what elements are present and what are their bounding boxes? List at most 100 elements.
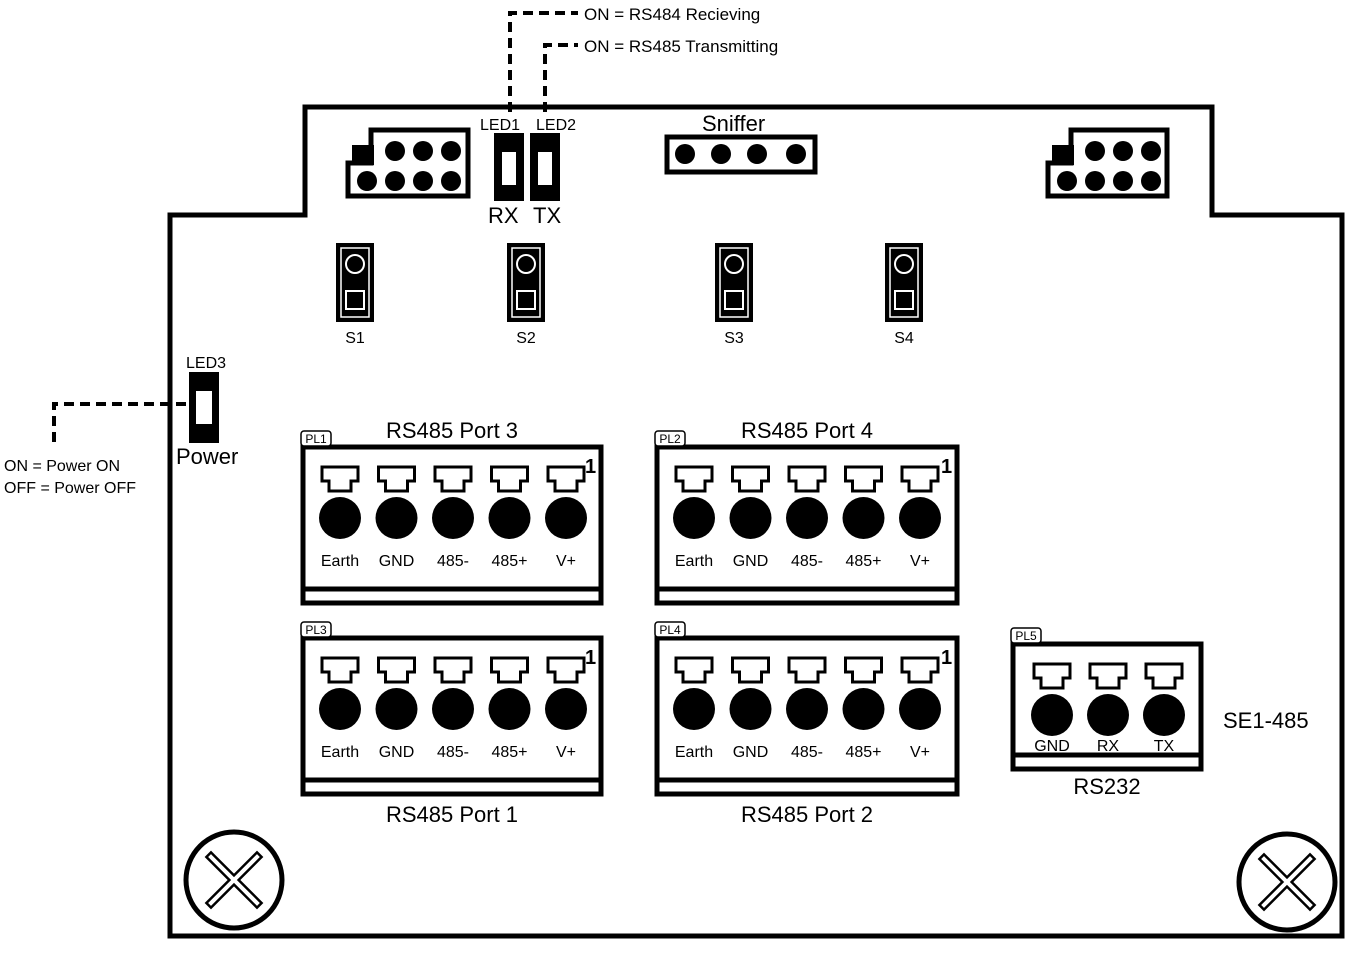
terminal-screw-icon — [673, 497, 715, 539]
terminal-screw-icon — [786, 688, 828, 730]
terminal-clamp-icon — [731, 656, 770, 684]
connector-ref: PL4 — [659, 623, 681, 637]
switch-label: S3 — [724, 330, 744, 347]
terminal-pin: 485+ — [842, 656, 885, 761]
connector-ref-tag — [1010, 627, 1042, 644]
terminal-clamp-icon — [490, 465, 529, 493]
terminal-clamp-icon — [320, 656, 360, 684]
pin-label: 485- — [791, 553, 823, 570]
pin-label: 485- — [437, 744, 469, 761]
pin-label: V+ — [556, 553, 576, 570]
terminal-clamp-icon — [844, 656, 883, 684]
terminal-clamp-icon — [674, 656, 714, 684]
terminal-screw-icon — [432, 688, 474, 730]
terminal-pin: 485- — [786, 465, 828, 570]
led1-callout-line — [508, 11, 578, 112]
terminal-screw-icon — [729, 497, 772, 539]
terminal-clamp-icon — [844, 465, 883, 493]
connector-ref: PL1 — [305, 432, 327, 446]
terminal-pin: 485+ — [488, 465, 531, 570]
terminal-pin: Earth — [319, 656, 361, 761]
terminal-pin: Earth — [319, 465, 361, 570]
terminal-screw-icon — [375, 497, 418, 539]
connector-ref: PL2 — [659, 432, 681, 446]
switch-s3: S3 — [715, 243, 753, 347]
led2-indicator — [530, 133, 560, 201]
led2-callout-line — [543, 43, 578, 112]
terminal-clamp-icon — [433, 656, 473, 684]
connector-ref-tag — [300, 621, 332, 638]
connector-title: RS485 Port 2 — [741, 802, 873, 827]
terminal-pin: V+ — [899, 465, 941, 570]
pin-label: 485+ — [491, 744, 527, 761]
board-outline — [167, 104, 1345, 939]
pin-label: Earth — [675, 553, 713, 570]
terminal-screw-icon — [319, 497, 361, 539]
switch-label: S2 — [516, 330, 536, 347]
terminal-screw-icon — [899, 688, 941, 730]
connector-ref: PL3 — [305, 623, 327, 637]
pin1-marker: 1 — [941, 456, 952, 478]
pin-label: V+ — [910, 553, 930, 570]
switch-label: S4 — [894, 330, 914, 347]
terminal-clamp-icon — [900, 656, 940, 684]
pin-label: Earth — [321, 744, 359, 761]
led3-function-label: Power — [176, 444, 238, 469]
terminal-pin: GND — [375, 465, 418, 570]
led3-label: LED3 — [186, 355, 226, 372]
terminal-screw-icon — [729, 688, 772, 730]
connector-ref-tag — [300, 430, 332, 447]
right-8pin-header — [1045, 127, 1170, 199]
terminal-pin: V+ — [899, 656, 941, 761]
terminal-clamp-icon — [490, 656, 529, 684]
terminal-pin: RX — [1087, 662, 1129, 755]
pin1-marker: 1 — [585, 647, 596, 669]
terminal-pin: GND — [729, 465, 772, 570]
terminal-clamp-icon — [320, 465, 360, 493]
sniffer-label: Sniffer — [702, 111, 765, 136]
pin-label: 485- — [437, 553, 469, 570]
terminal-screw-icon — [842, 688, 885, 730]
terminal-clamp-icon — [787, 656, 827, 684]
terminal-screw-icon — [786, 497, 828, 539]
connector-ref: PL5 — [1015, 629, 1037, 643]
pin-label: TX — [1154, 738, 1175, 755]
pin-label: 485- — [791, 744, 823, 761]
terminal-clamp-icon — [433, 465, 473, 493]
connector-title: RS485 Port 1 — [386, 802, 518, 827]
pin-label: GND — [733, 744, 769, 761]
terminal-clamp-icon — [377, 465, 416, 493]
terminal-screw-icon — [1087, 694, 1129, 736]
pin-label: Earth — [675, 744, 713, 761]
terminal-clamp-icon — [546, 465, 586, 493]
pin-label: 485+ — [491, 553, 527, 570]
terminal-pin: 485+ — [488, 656, 531, 761]
switch-s4: S4 — [885, 243, 923, 347]
led3-note-on: ON = Power ON — [4, 458, 120, 475]
terminal-screw-icon — [899, 497, 941, 539]
led1-function-label: RX — [488, 203, 519, 228]
terminal-screw-icon — [1031, 694, 1073, 736]
terminal-clamp-icon — [1088, 662, 1128, 690]
connector-title: RS485 Port 4 — [741, 418, 873, 443]
connector-ref-tag — [654, 621, 686, 638]
led3-callout-line — [52, 402, 186, 448]
terminal-clamp-icon — [731, 465, 770, 493]
led3-indicator — [189, 372, 219, 443]
left-8pin-header — [345, 127, 471, 199]
sniffer-header — [664, 134, 818, 175]
switch-s1: S1 — [336, 243, 374, 347]
terminal-pin: 485+ — [842, 465, 885, 570]
terminal-pin: 485- — [432, 656, 474, 761]
connector-title: RS485 Port 3 — [386, 418, 518, 443]
mounting-hole-right — [1236, 831, 1338, 933]
led2-function-label: TX — [533, 203, 561, 228]
terminal-pin: GND — [375, 656, 418, 761]
board-model-label: SE1-485 — [1223, 708, 1309, 733]
pin-label: GND — [379, 744, 415, 761]
terminal-pin: V+ — [545, 656, 587, 761]
